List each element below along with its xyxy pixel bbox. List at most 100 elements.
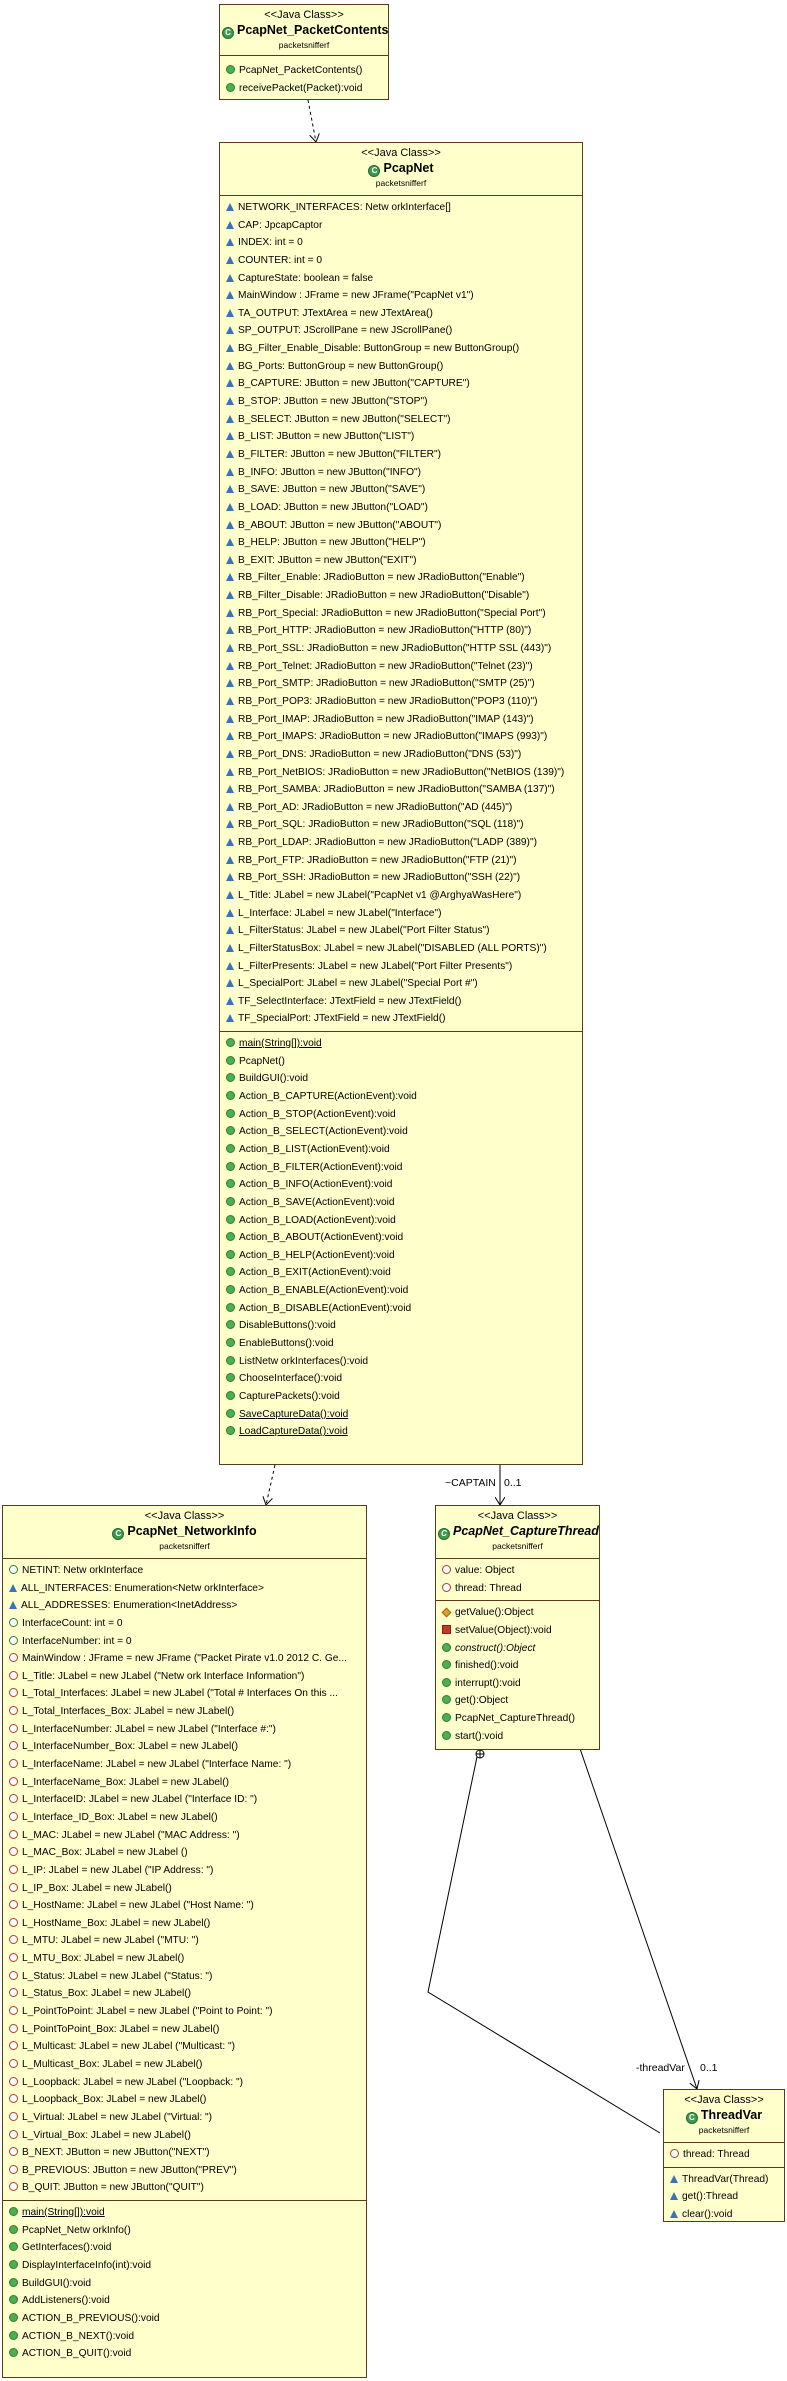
attribute-row[interactable]: NETWORK_INTERFACES: Netw orkInterface[]	[220, 199, 582, 217]
operation-row[interactable]: Action_B_HELP(ActionEvent):void	[220, 1247, 582, 1265]
operation-row[interactable]: finished():void	[436, 1657, 599, 1675]
operation-row[interactable]: ACTION_B_NEXT():void	[3, 2328, 366, 2346]
attribute-row[interactable]: TF_SpecialPort: JTextField = new JTextFi…	[220, 1010, 582, 1028]
operation-row[interactable]: main(String[]):void	[220, 1035, 582, 1053]
operation-row[interactable]: Action_B_ABOUT(ActionEvent):void	[220, 1229, 582, 1247]
attribute-row[interactable]: CAP: JpcapCaptor	[220, 217, 582, 235]
attribute-row[interactable]: MainWindow : JFrame = new JFrame ("Packe…	[3, 1650, 366, 1668]
attribute-row[interactable]: L_Interface_ID_Box: JLabel = new JLabel(…	[3, 1809, 366, 1827]
attribute-row[interactable]: RB_Port_FTP: JRadioButton = new JRadioBu…	[220, 852, 582, 870]
attribute-row[interactable]: L_Virtual: JLabel = new JLabel ("Virtual…	[3, 2109, 366, 2127]
attribute-row[interactable]: RB_Port_Telnet: JRadioButton = new JRadi…	[220, 658, 582, 676]
attribute-row[interactable]: B_EXIT: JButton = new JButton("EXIT")	[220, 552, 582, 570]
operation-row[interactable]: Action_B_SAVE(ActionEvent):void	[220, 1194, 582, 1212]
operation-row[interactable]: ACTION_B_PREVIOUS():void	[3, 2310, 366, 2328]
operation-row[interactable]: interrupt():void	[436, 1675, 599, 1693]
operation-row[interactable]: PcapNet()	[220, 1053, 582, 1071]
operation-row[interactable]: DisplayInterfaceInfo(int):void	[3, 2257, 366, 2275]
attribute-row[interactable]: L_MTU_Box: JLabel = new JLabel()	[3, 1950, 366, 1968]
attribute-row[interactable]: L_Multicast: JLabel = new JLabel ("Multi…	[3, 2038, 366, 2056]
attribute-row[interactable]: B_LOAD: JButton = new JButton("LOAD")	[220, 499, 582, 517]
attribute-row[interactable]: RB_Port_SSH: JRadioButton = new JRadioBu…	[220, 869, 582, 887]
operation-row[interactable]: Action_B_LIST(ActionEvent):void	[220, 1141, 582, 1159]
attribute-row[interactable]: L_Multicast_Box: JLabel = new JLabel()	[3, 2056, 366, 2074]
operation-row[interactable]: ACTION_B_QUIT():void	[3, 2345, 366, 2363]
operation-row[interactable]: Action_B_FILTER(ActionEvent):void	[220, 1159, 582, 1177]
attribute-row[interactable]: L_Title: JLabel = new JLabel ("Netw ork …	[3, 1668, 366, 1686]
operation-row[interactable]: setValue(Object):void	[436, 1622, 599, 1640]
operation-row[interactable]: PcapNet_Netw orkInfo()	[3, 2222, 366, 2240]
attribute-row[interactable]: L_InterfaceNumber: JLabel = new JLabel (…	[3, 1721, 366, 1739]
attribute-row[interactable]: L_InterfaceNumber_Box: JLabel = new JLab…	[3, 1738, 366, 1756]
operation-row[interactable]: Action_B_CAPTURE(ActionEvent):void	[220, 1088, 582, 1106]
operation-row[interactable]: get():Thread	[664, 2188, 784, 2206]
operation-row[interactable]: clear():void	[664, 2206, 784, 2224]
operation-row[interactable]: Action_B_ENABLE(ActionEvent):void	[220, 1282, 582, 1300]
attribute-row[interactable]: RB_Port_Special: JRadioButton = new JRad…	[220, 605, 582, 623]
attribute-row[interactable]: L_FilterStatus: JLabel = new JLabel("Por…	[220, 922, 582, 940]
attribute-row[interactable]: L_Loopback: JLabel = new JLabel ("Loopba…	[3, 2074, 366, 2092]
attribute-row[interactable]: RB_Port_LDAP: JRadioButton = new JRadioB…	[220, 834, 582, 852]
attribute-row[interactable]: RB_Port_POP3: JRadioButton = new JRadioB…	[220, 693, 582, 711]
attribute-row[interactable]: RB_Port_HTTP: JRadioButton = new JRadioB…	[220, 622, 582, 640]
attribute-row[interactable]: B_SAVE: JButton = new JButton("SAVE")	[220, 481, 582, 499]
operation-row[interactable]: PcapNet_PacketContents()	[220, 62, 388, 80]
operation-row[interactable]: BuildGUI():void	[3, 2275, 366, 2293]
operation-row[interactable]: Action_B_EXIT(ActionEvent):void	[220, 1264, 582, 1282]
attribute-row[interactable]: L_SpecialPort: JLabel = new JLabel("Spec…	[220, 975, 582, 993]
attribute-row[interactable]: L_MTU: JLabel = new JLabel ("MTU: ")	[3, 1932, 366, 1950]
attribute-row[interactable]: RB_Port_SSL: JRadioButton = new JRadioBu…	[220, 640, 582, 658]
attribute-row[interactable]: B_SELECT: JButton = new JButton("SELECT"…	[220, 411, 582, 429]
attribute-row[interactable]: L_FilterStatusBox: JLabel = new JLabel("…	[220, 940, 582, 958]
attribute-row[interactable]: RB_Port_DNS: JRadioButton = new JRadioBu…	[220, 746, 582, 764]
attribute-row[interactable]: RB_Port_SQL: JRadioButton = new JRadioBu…	[220, 816, 582, 834]
attribute-row[interactable]: L_Status_Box: JLabel = new JLabel()	[3, 1985, 366, 2003]
operation-row[interactable]: ChooseInterface():void	[220, 1370, 582, 1388]
operation-row[interactable]: LoadCaptureData():void	[220, 1423, 582, 1441]
attribute-row[interactable]: L_Title: JLabel = new JLabel("PcapNet v1…	[220, 887, 582, 905]
attribute-row[interactable]: RB_Port_IMAPS: JRadioButton = new JRadio…	[220, 728, 582, 746]
attribute-row[interactable]: NETINT: Netw orkInterface	[3, 1562, 366, 1580]
attribute-row[interactable]: B_PREVIOUS: JButton = new JButton("PREV"…	[3, 2162, 366, 2180]
attribute-row[interactable]: L_InterfaceName_Box: JLabel = new JLabel…	[3, 1774, 366, 1792]
operation-row[interactable]: Action_B_STOP(ActionEvent):void	[220, 1106, 582, 1124]
attribute-row[interactable]: RB_Port_SMTP: JRadioButton = new JRadioB…	[220, 675, 582, 693]
attribute-row[interactable]: CaptureState: boolean = false	[220, 270, 582, 288]
operation-row[interactable]: CapturePackets():void	[220, 1388, 582, 1406]
attribute-row[interactable]: L_HostName: JLabel = new JLabel ("Host N…	[3, 1897, 366, 1915]
operation-row[interactable]: GetInterfaces():void	[3, 2239, 366, 2257]
attribute-row[interactable]: L_IP_Box: JLabel = new JLabel()	[3, 1880, 366, 1898]
attribute-row[interactable]: thread: Thread	[436, 1580, 599, 1598]
attribute-row[interactable]: RB_Filter_Enable: JRadioButton = new JRa…	[220, 569, 582, 587]
attribute-row[interactable]: L_Interface: JLabel = new JLabel("Interf…	[220, 905, 582, 923]
operation-row[interactable]: Action_B_INFO(ActionEvent):void	[220, 1176, 582, 1194]
operation-row[interactable]: receivePacket(Packet):void	[220, 80, 388, 98]
attribute-row[interactable]: InterfaceNumber: int = 0	[3, 1633, 366, 1651]
attribute-row[interactable]: TF_SelectInterface: JTextField = new JTe…	[220, 993, 582, 1011]
attribute-row[interactable]: RB_Port_AD: JRadioButton = new JRadioBut…	[220, 799, 582, 817]
attribute-row[interactable]: thread: Thread	[664, 2146, 784, 2164]
attribute-row[interactable]: B_NEXT: JButton = new JButton("NEXT")	[3, 2144, 366, 2162]
operation-row[interactable]: ListNetw orkInterfaces():void	[220, 1353, 582, 1371]
operation-row[interactable]: construct():Object	[436, 1640, 599, 1658]
attribute-row[interactable]: B_QUIT: JButton = new JButton("QUIT")	[3, 2179, 366, 2197]
attribute-row[interactable]: L_Status: JLabel = new JLabel ("Status: …	[3, 1968, 366, 1986]
attribute-row[interactable]: ALL_INTERFACES: Enumeration<Netw orkInte…	[3, 1580, 366, 1598]
operation-row[interactable]: main(String[]):void	[3, 2204, 366, 2222]
operation-row[interactable]: ThreadVar(Thread)	[664, 2171, 784, 2189]
attribute-row[interactable]: RB_Filter_Disable: JRadioButton = new JR…	[220, 587, 582, 605]
attribute-row[interactable]: L_PointToPoint: JLabel = new JLabel ("Po…	[3, 2003, 366, 2021]
operation-row[interactable]: AddListeners():void	[3, 2292, 366, 2310]
attribute-row[interactable]: B_LIST: JButton = new JButton("LIST")	[220, 428, 582, 446]
attribute-row[interactable]: L_Total_Interfaces_Box: JLabel = new JLa…	[3, 1703, 366, 1721]
attribute-row[interactable]: B_ABOUT: JButton = new JButton("ABOUT")	[220, 517, 582, 535]
operation-row[interactable]: Action_B_DISABLE(ActionEvent):void	[220, 1300, 582, 1318]
operation-row[interactable]: DisableButtons():void	[220, 1317, 582, 1335]
attribute-row[interactable]: RB_Port_SAMBA: JRadioButton = new JRadio…	[220, 781, 582, 799]
attribute-row[interactable]: L_HostName_Box: JLabel = new JLabel()	[3, 1915, 366, 1933]
